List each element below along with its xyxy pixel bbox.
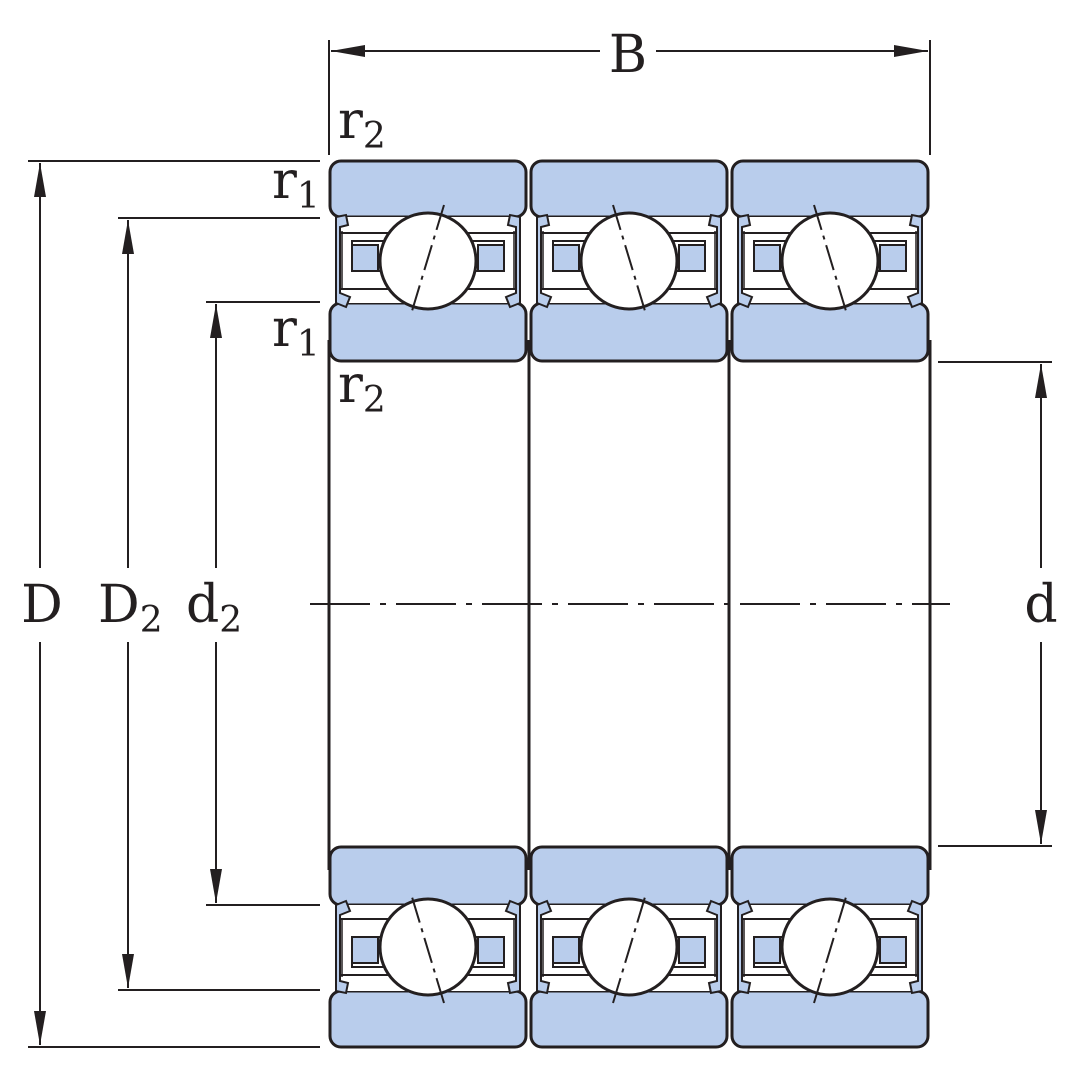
inner-shoulder-label: d2 <box>186 575 242 641</box>
radius-1-bottom-label: r1 <box>272 299 320 365</box>
outer-diameter-label: D <box>21 575 63 635</box>
dimension-lines <box>34 44 1047 1045</box>
radius-2-bottom-label: r2 <box>338 355 386 421</box>
extension-lines <box>28 40 1052 1048</box>
top-bearing-section <box>328 159 930 363</box>
outer-shoulder-label: D2 <box>98 575 163 641</box>
width-label: B <box>609 25 647 85</box>
bottom-bearing-section <box>328 845 930 1049</box>
dimension-labels: B D D2 d2 d r2 r1 r1 r2 <box>21 25 1058 641</box>
bore-label: d <box>1024 575 1057 635</box>
radius-2-top-label: r2 <box>338 91 386 157</box>
radius-1-top-label: r1 <box>272 151 320 217</box>
